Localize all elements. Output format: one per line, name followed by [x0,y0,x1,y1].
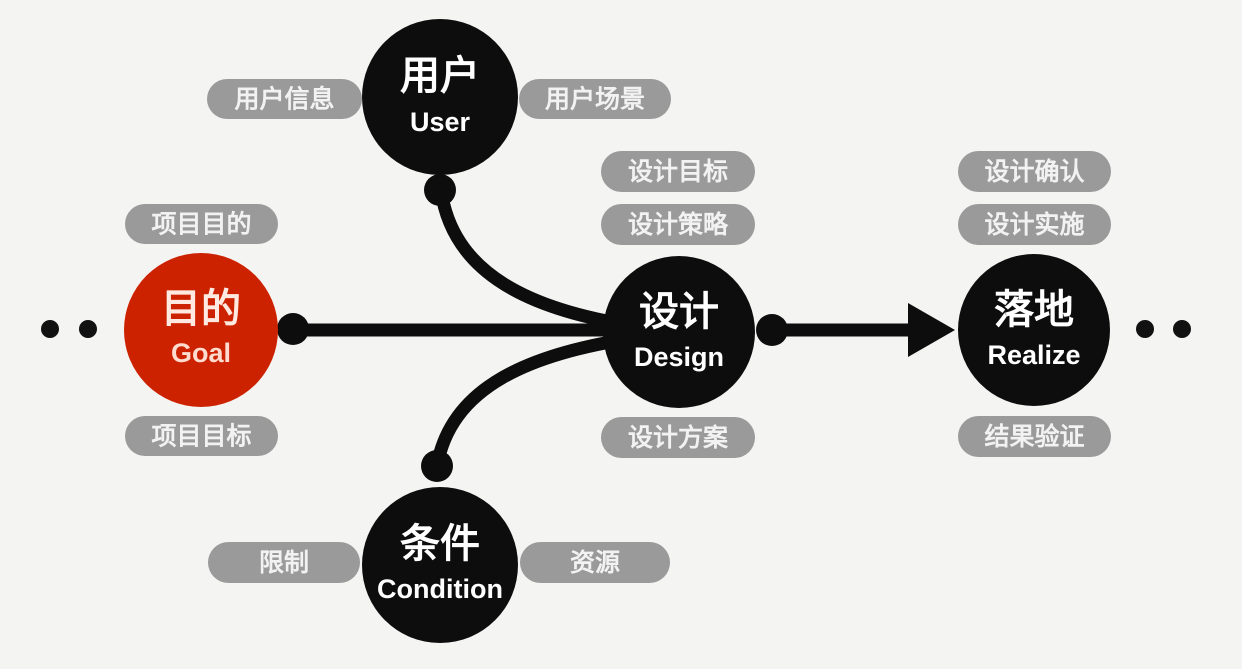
node-circle [362,487,518,643]
ellipsis-right [1136,320,1191,338]
pill-label: 设计策略 [628,210,729,239]
node-label-cn: 用户 [400,53,480,99]
goal-joint-dot [277,313,309,345]
pill-background [601,151,755,192]
pill-condition-resource[interactable]: 资源 [520,542,670,583]
node-label-cn: 条件 [400,521,480,567]
pill-user-scene[interactable]: 用户场景 [519,79,671,119]
pill-background [208,542,360,583]
node-label-cn: 设计 [639,289,719,335]
pill-label: 项目目的 [151,210,251,239]
pill-design-goal[interactable]: 设计目标 [601,151,755,192]
ellipsis-dot [1136,320,1154,338]
pill-background [601,204,755,245]
pill-background [958,416,1111,457]
node-label-cn: 目的 [161,286,241,332]
node-realize[interactable]: 落地 Realize [958,254,1110,406]
node-label-cn: 落地 [994,287,1074,333]
node-label-en: Realize [987,340,1080,370]
node-label-en: Condition [377,574,503,604]
pill-goal-target[interactable]: 项目目标 [125,416,278,456]
design-joint-dot [756,314,788,346]
pill-label: 项目目标 [151,422,251,451]
node-goal[interactable]: 目的 Goal [124,253,278,407]
pill-label: 结果验证 [984,422,1084,451]
node-label-en: User [410,107,471,137]
ellipsis-dot [1173,320,1191,338]
pill-label: 用户信息 [234,85,334,114]
pill-label: 限制 [259,548,309,577]
pill-background [519,79,671,119]
pill-label: 设计实施 [984,210,1084,239]
pill-realize-implement[interactable]: 设计实施 [958,204,1111,245]
arrowhead-icon [908,303,955,357]
ellipsis-dot [79,320,97,338]
pill-realize-confirm[interactable]: 设计确认 [958,151,1111,192]
pill-background [958,151,1111,192]
node-condition[interactable]: 条件 Condition [362,487,518,643]
pill-label: 设计方案 [628,423,729,452]
pill-design-strategy[interactable]: 设计策略 [601,204,755,245]
pill-label: 资源 [570,548,620,577]
pill-layer: 项目目的 项目目标 用户信息 用户场景 设计目标 设计策略 [125,79,1111,583]
pill-background [520,542,670,583]
pill-condition-limit[interactable]: 限制 [208,542,360,583]
node-label-en: Goal [171,338,231,368]
node-circle [958,254,1110,406]
node-design[interactable]: 设计 Design [603,256,755,408]
node-circle [124,253,278,407]
pill-background [125,204,278,244]
node-user[interactable]: 用户 User [362,19,518,175]
pill-user-info[interactable]: 用户信息 [207,79,362,119]
pill-design-plan[interactable]: 设计方案 [601,417,755,458]
pill-background [125,416,278,456]
pill-realize-verify[interactable]: 结果验证 [958,416,1111,457]
pill-background [958,204,1111,245]
node-label-en: Design [634,342,724,372]
pill-background [207,79,362,119]
node-circle [362,19,518,175]
pill-label: 设计目标 [628,157,728,186]
joint-layer [277,174,788,482]
ellipsis-left [41,320,97,338]
condition-joint-dot [421,450,453,482]
user-joint-dot [424,174,456,206]
pill-goal-purpose[interactable]: 项目目的 [125,204,278,244]
node-circle [603,256,755,408]
pill-label: 用户场景 [545,85,645,114]
ellipsis-dot [41,320,59,338]
node-layer: 目的 Goal 用户 User 设计 Design 条件 Condition [124,19,1110,643]
pill-background [601,417,755,458]
pill-label: 设计确认 [984,157,1084,186]
